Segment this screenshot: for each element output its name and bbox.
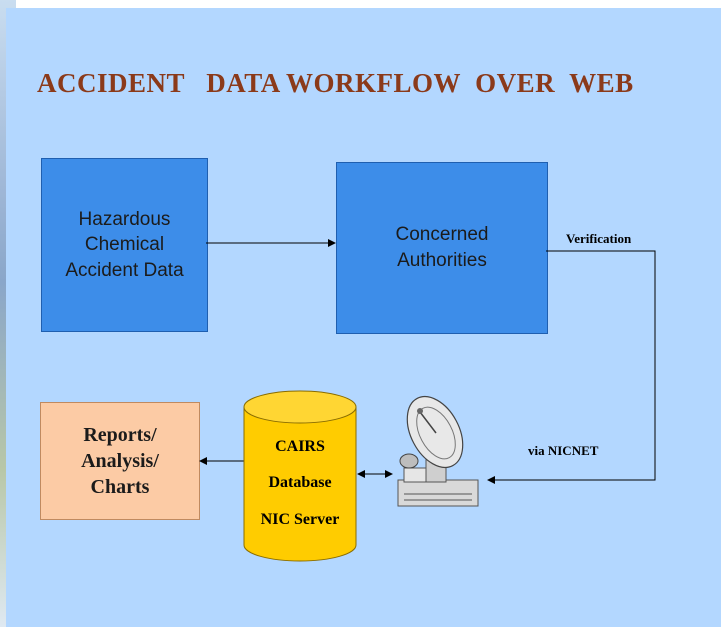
slide-title: ACCIDENT DATA WORKFLOW OVER WEB bbox=[37, 68, 634, 98]
hazard-data-label: Hazardous Chemical Accident Data bbox=[65, 208, 184, 281]
via-nicnet-label: via NICNET bbox=[528, 443, 599, 458]
authorities-box: Concerned Authorities bbox=[336, 162, 548, 334]
hazard-data-box: Hazardous Chemical Accident Data bbox=[41, 158, 208, 332]
database-label-server: NIC Server bbox=[260, 511, 340, 528]
authorities-label: Concerned Authorities bbox=[395, 224, 489, 271]
database-label-database: Database bbox=[268, 474, 332, 491]
database-cylinder bbox=[243, 390, 357, 562]
arrow-verification-path bbox=[487, 250, 656, 484]
database-label-cairs: CAIRS bbox=[275, 438, 325, 455]
reports-box: Reports/ Analysis/ Charts bbox=[40, 402, 200, 520]
reports-label: Reports/ Analysis/ Charts bbox=[81, 424, 159, 498]
satellite-dish-icon bbox=[397, 396, 479, 507]
verification-label: Verification bbox=[566, 231, 632, 246]
